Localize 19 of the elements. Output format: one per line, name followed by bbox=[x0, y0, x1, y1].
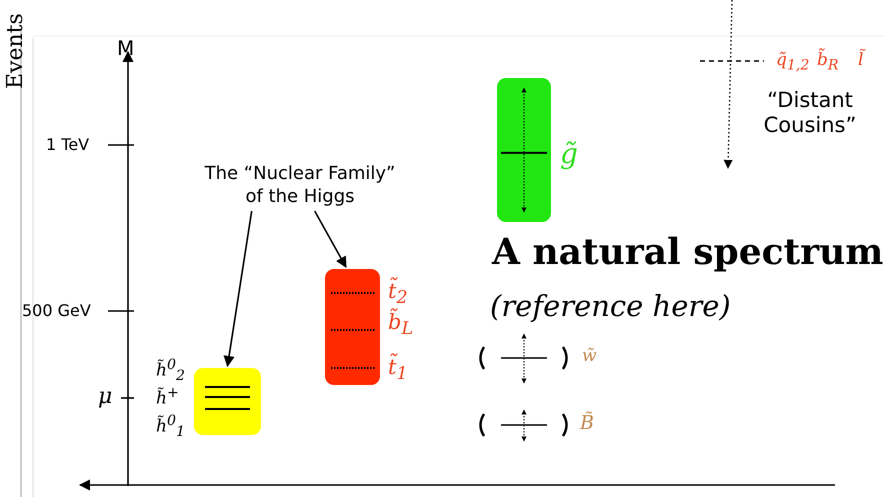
heading: A natural spectrum bbox=[492, 234, 884, 270]
group-caption: “Distant Cousins” bbox=[762, 88, 858, 138]
particle-label: q̃$_{1,2}$ bbox=[776, 52, 810, 73]
leader-arrow bbox=[224, 210, 252, 368]
axis-title: Events bbox=[5, 12, 29, 89]
particle-label: h̃$^{+}$ bbox=[156, 386, 179, 408]
tick-label: 500 GeV bbox=[22, 303, 91, 319]
leader-arrow bbox=[314, 210, 347, 268]
particle-label: g̃ bbox=[560, 140, 578, 168]
axis-label: M bbox=[117, 38, 134, 58]
particle-label: w̃ bbox=[582, 348, 597, 365]
level-box bbox=[497, 78, 551, 222]
annotation-text: The “Nuclear Family” of the Higgs bbox=[195, 163, 405, 208]
particle-label: B̃ bbox=[580, 414, 594, 433]
level-box bbox=[194, 368, 261, 435]
level-box bbox=[325, 269, 380, 385]
axis-label: μ bbox=[98, 386, 112, 408]
tick-label: 1 TeV bbox=[46, 137, 90, 153]
subheading: (reference here) bbox=[490, 292, 731, 321]
